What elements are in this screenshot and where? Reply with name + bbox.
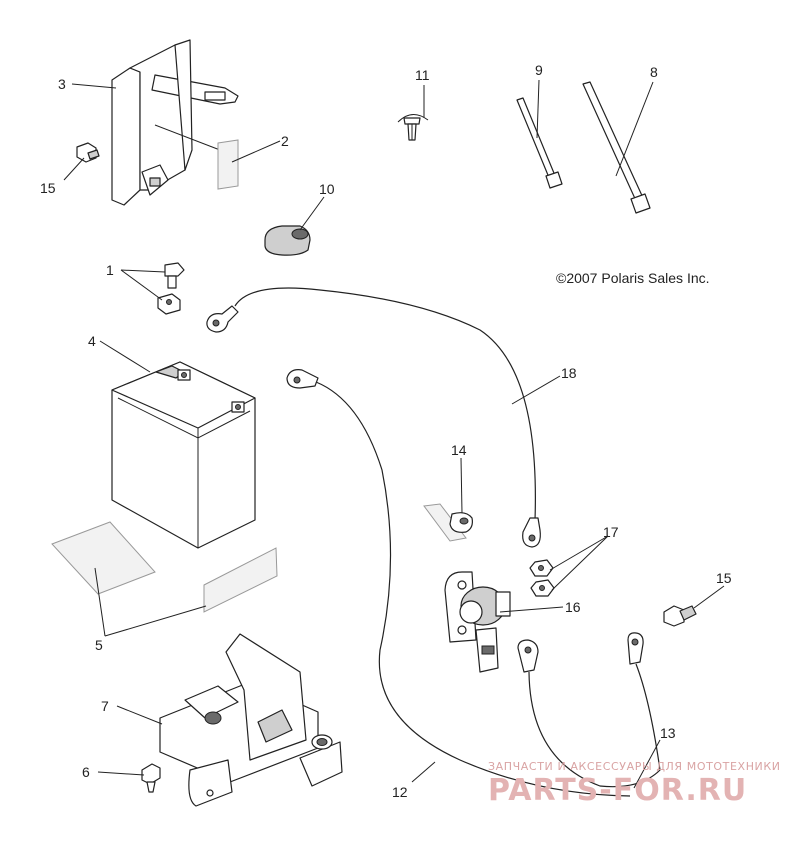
part-battery (111, 361, 256, 549)
part-bolt-right (663, 605, 697, 627)
part-battery-cable-12 (286, 369, 631, 797)
callout-17: 17 (603, 524, 619, 540)
callout-15-right: 15 (716, 570, 732, 586)
callout-8: 8 (650, 64, 658, 80)
part-solenoid-nuts (529, 559, 555, 597)
part-battery-tray (159, 633, 343, 807)
callout-15-top-left: 15 (40, 180, 56, 196)
callout-4: 4 (88, 333, 96, 349)
callout-13: 13 (660, 725, 676, 741)
part-battery-cable-13 (517, 632, 661, 788)
part-terminal-nut (157, 293, 181, 315)
callout-3: 3 (58, 76, 66, 92)
part-battery-cable-18 (206, 287, 541, 548)
callout-12: 12 (392, 784, 408, 800)
callout-18: 18 (561, 365, 577, 381)
callout-labels: 1 2 3 4 5 6 7 8 9 10 11 12 13 14 15 15 1… (40, 62, 732, 800)
callout-10: 10 (319, 181, 335, 197)
callout-16: 16 (565, 599, 581, 615)
callout-1: 1 (106, 262, 114, 278)
part-tray-bolt (141, 763, 161, 793)
part-push-clip (397, 114, 429, 141)
part-cable-tie-long (582, 81, 651, 214)
callout-14: 14 (451, 442, 467, 458)
part-bolt-top-left (76, 142, 100, 163)
part-small-label (217, 139, 239, 190)
copyright-notice: ©2007 Polaris Sales Inc. (556, 270, 710, 286)
callout-7: 7 (101, 698, 109, 714)
callout-9: 9 (535, 62, 543, 78)
watermark-brand: PARTS-FOR.RU (488, 773, 747, 808)
callout-5: 5 (95, 637, 103, 653)
callout-2: 2 (281, 133, 289, 149)
part-battery-labels (51, 521, 278, 613)
watermark: ЗАПЧАСТИ И АКСЕССУАРЫ ДЛЯ МОТОТЕХНИКИ PA… (488, 760, 781, 808)
part-starter-solenoid (444, 571, 511, 673)
part-solenoid-bolt (423, 503, 473, 542)
callout-11: 11 (415, 67, 430, 83)
watermark-tagline: ЗАПЧАСТИ И АКСЕССУАРЫ ДЛЯ МОТОТЕХНИКИ (488, 760, 781, 773)
part-terminal-bolt (164, 262, 185, 289)
part-battery-bracket (111, 39, 239, 206)
part-cable-tie-short (516, 97, 563, 189)
leader-lines (63, 79, 725, 789)
callout-6: 6 (82, 764, 90, 780)
part-terminal-cap (264, 225, 311, 256)
